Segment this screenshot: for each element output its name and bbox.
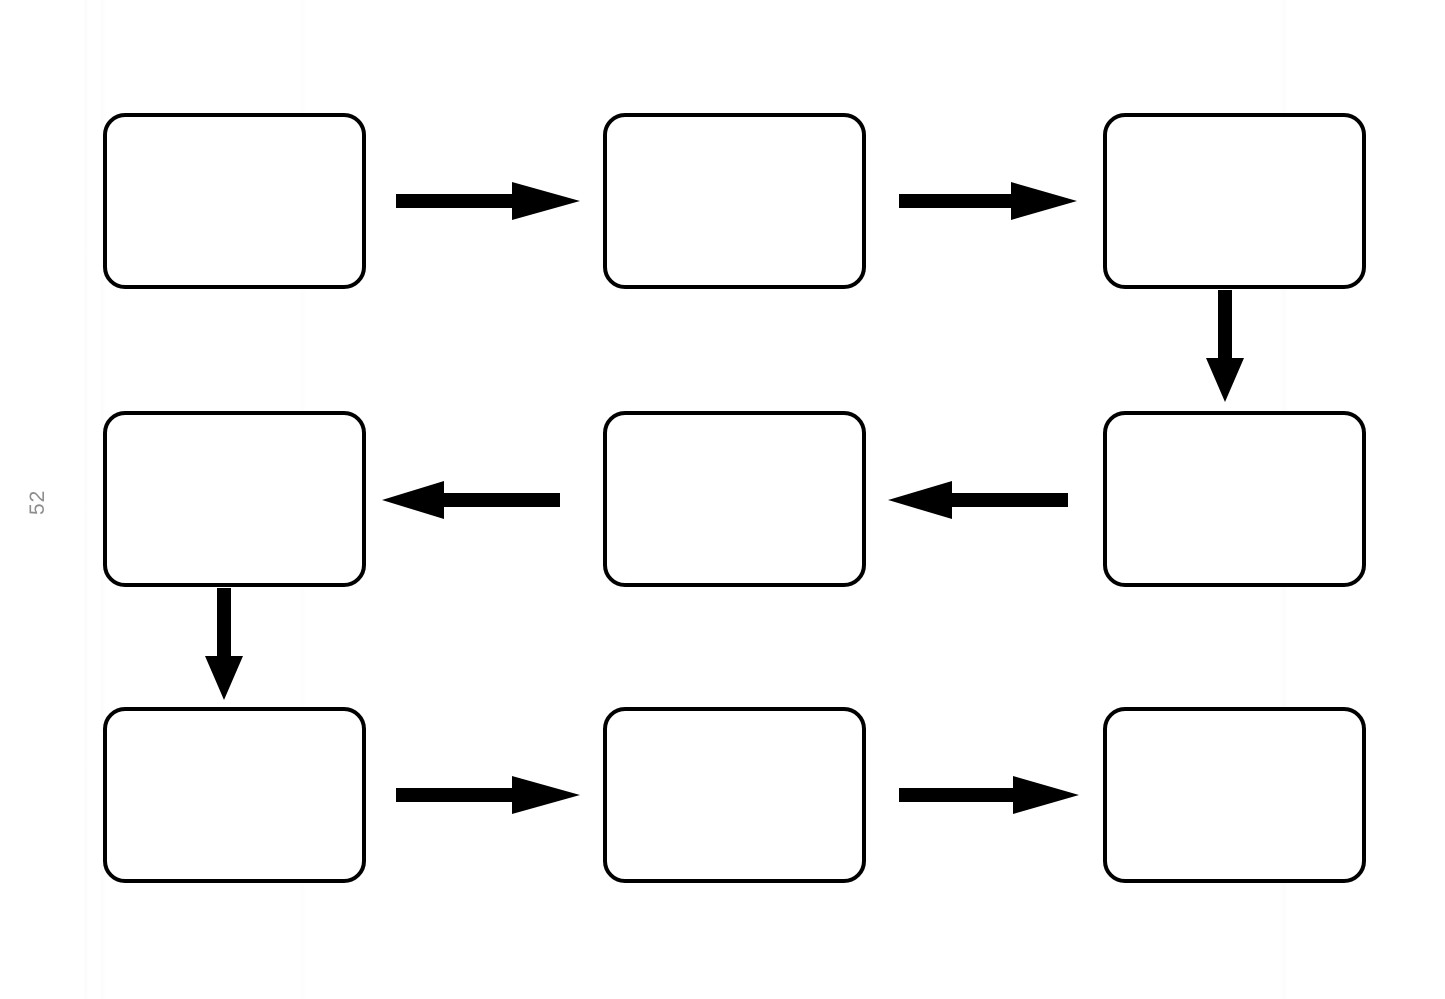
arrow-left-node5-to-node6 — [382, 481, 560, 519]
page-number: 52 — [26, 489, 49, 515]
arrow-left-node4-to-node5 — [888, 481, 1068, 519]
flowchart-node-8[interactable] — [603, 707, 866, 883]
flowchart-node-2[interactable] — [603, 113, 866, 289]
arrow-right-node8-to-node9 — [899, 776, 1079, 814]
flowchart-node-1[interactable] — [103, 113, 366, 289]
arrow-down-node3-to-node4 — [1206, 290, 1244, 402]
flowchart-node-3[interactable] — [1103, 113, 1366, 289]
arrow-right-node1-to-node2 — [396, 182, 580, 220]
flowchart-node-9[interactable] — [1103, 707, 1366, 883]
flowchart-node-6[interactable] — [103, 411, 366, 587]
flowchart-node-4[interactable] — [1103, 411, 1366, 587]
arrow-right-node7-to-node8 — [396, 776, 580, 814]
arrow-down-node6-to-node7 — [205, 588, 243, 700]
flowchart-node-7[interactable] — [103, 707, 366, 883]
flowchart-node-5[interactable] — [603, 411, 866, 587]
arrow-right-node2-to-node3 — [899, 182, 1077, 220]
